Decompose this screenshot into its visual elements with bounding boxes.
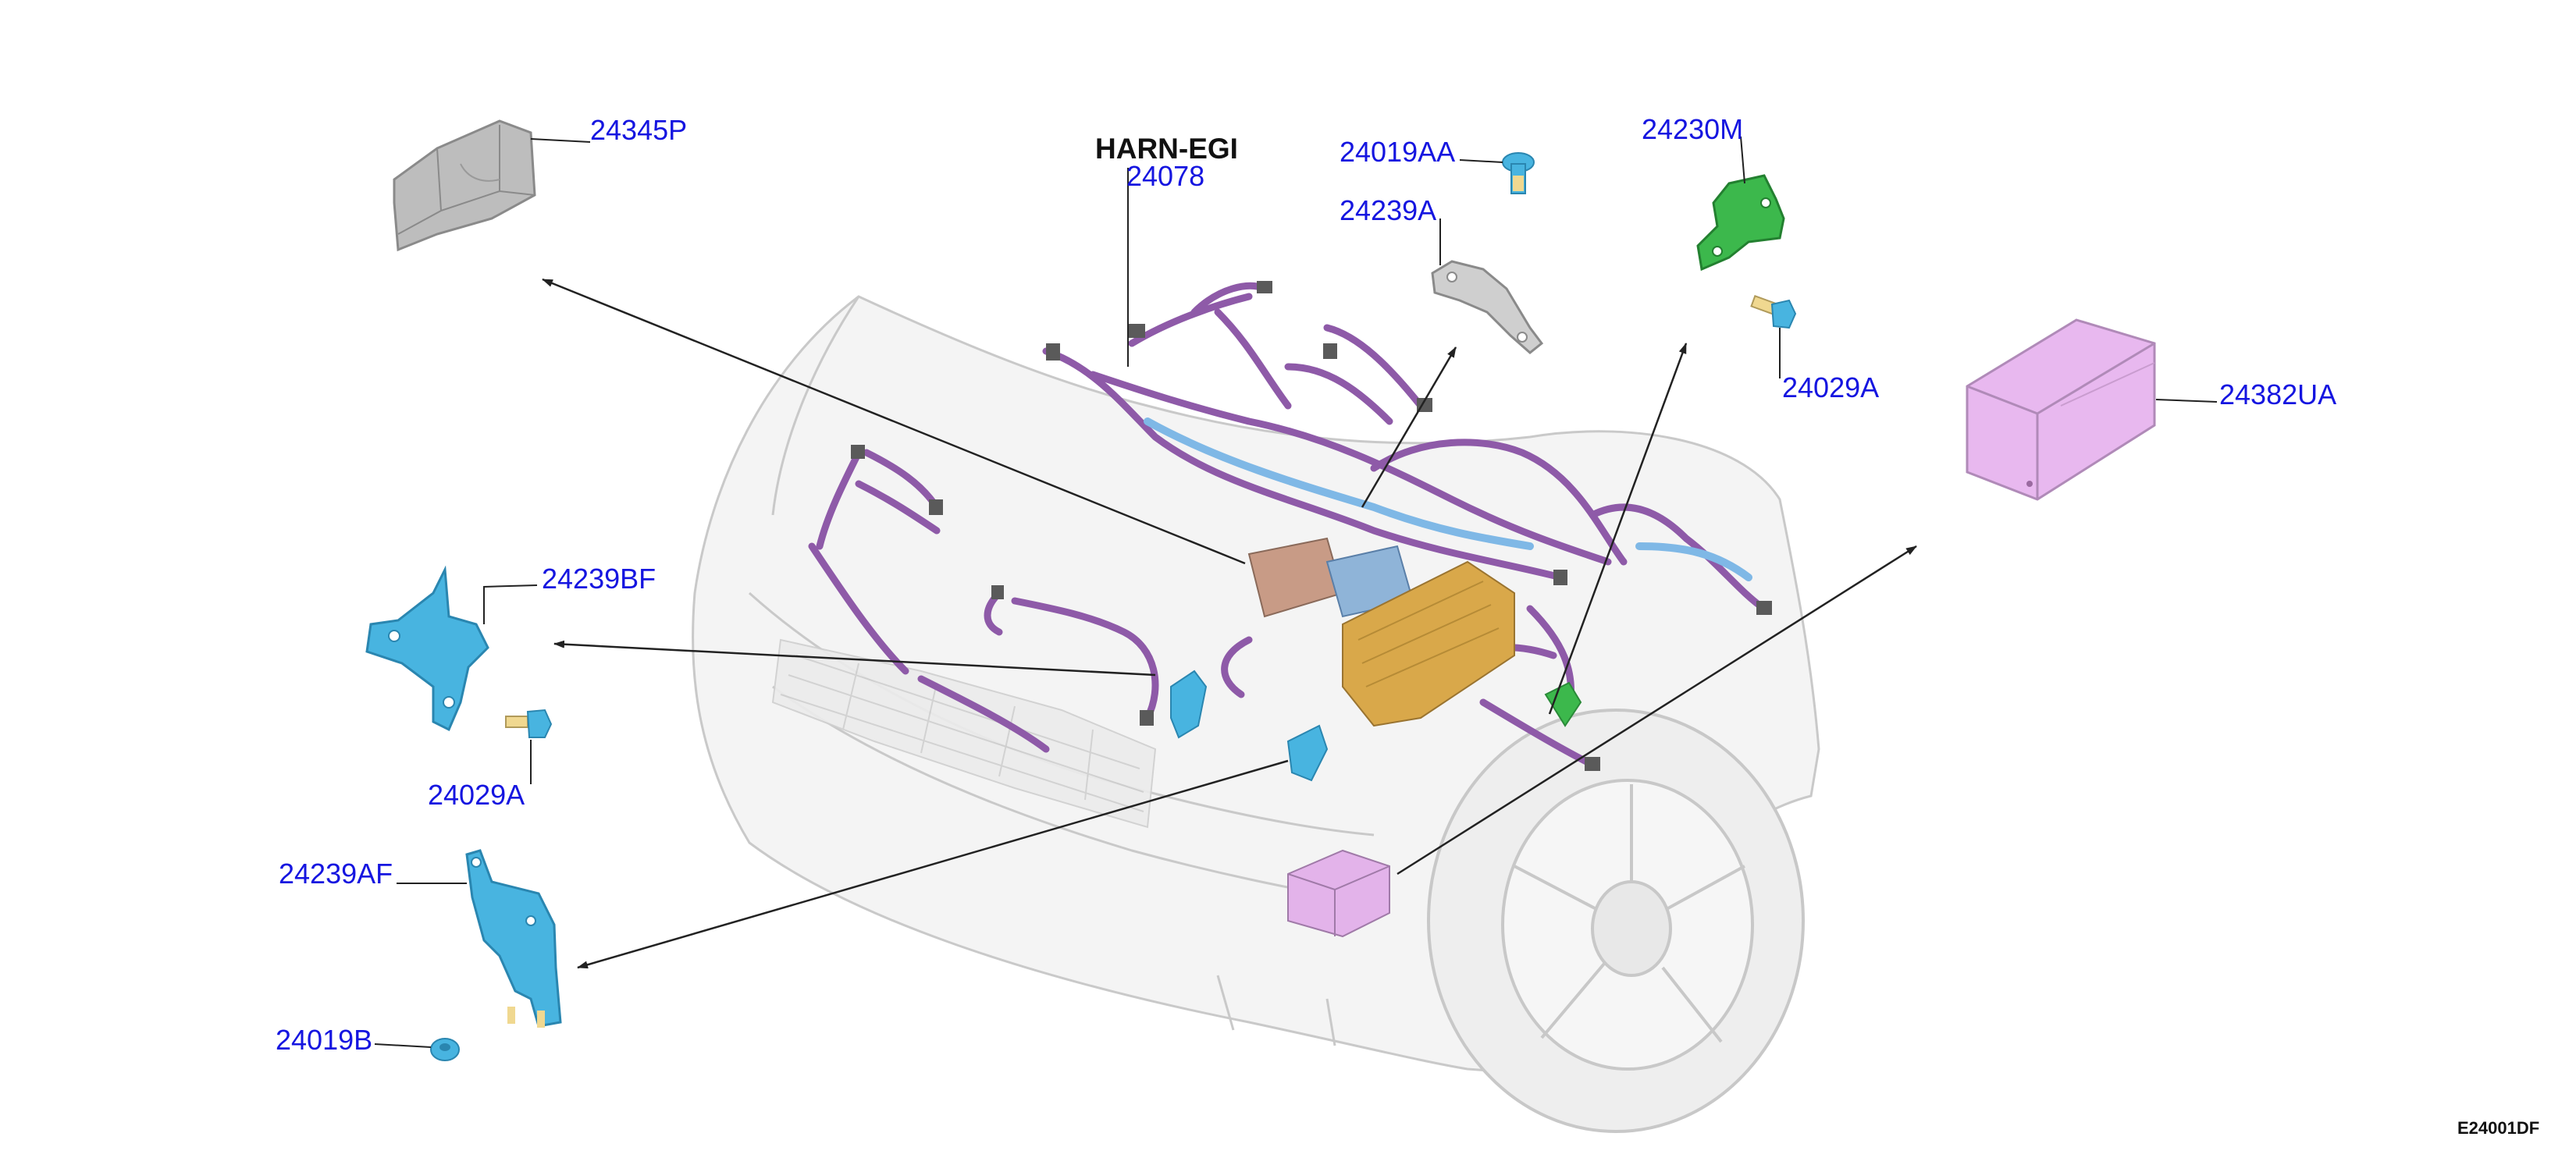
engine-room-harness [808,282,1768,769]
relay-box-on-vehicle [1247,537,1414,618]
leader-lines [374,136,2218,1048]
part-24029A-right-bolt [1750,295,1797,329]
part-24239BF-bracket [365,565,489,732]
part-24382UA-fuse-box [1966,318,2156,501]
callout-24029A-right[interactable]: 24029A [1782,371,1880,403]
callout-24345P[interactable]: 24345P [590,114,688,146]
callout-24029A-left[interactable]: 24029A [428,779,525,811]
part-24230M-bracket [1696,174,1785,272]
part-24029A-left-bolt [505,709,553,738]
callout-24230M[interactable]: 24230M [1642,113,1744,145]
callout-24239AF[interactable]: 24239AF [279,858,393,890]
harness-trunk-blue [1144,417,1752,581]
fuse-block-on-vehicle [1342,560,1515,727]
callout-24019B[interactable]: 24019B [276,1024,373,1056]
callout-24382UA[interactable]: 24382UA [2219,378,2337,410]
front-wheel [1427,709,1805,1133]
part-24239A-bracket [1431,260,1544,354]
fuse-box-on-vehicle [1287,849,1390,938]
front-grille [771,638,1157,829]
callout-24078[interactable]: 24078 [1126,160,1205,192]
part-24019AA-bolt [1502,152,1535,194]
part-24345P-cover [393,119,536,252]
diagram-code: E24001DF [2457,1118,2540,1138]
callout-24239BF[interactable]: 24239BF [542,563,656,595]
brackets-on-vehicle [1170,670,1582,782]
harness-title: HARN-EGI [1095,133,1238,165]
harness-connectors [851,281,1772,771]
location-arrows [542,278,1917,969]
part-24019B-nut [430,1038,460,1061]
part-24239AF-bracket [465,849,562,1028]
callout-24019AA[interactable]: 24019AA [1340,136,1456,168]
callout-24239A[interactable]: 24239A [1340,194,1437,226]
